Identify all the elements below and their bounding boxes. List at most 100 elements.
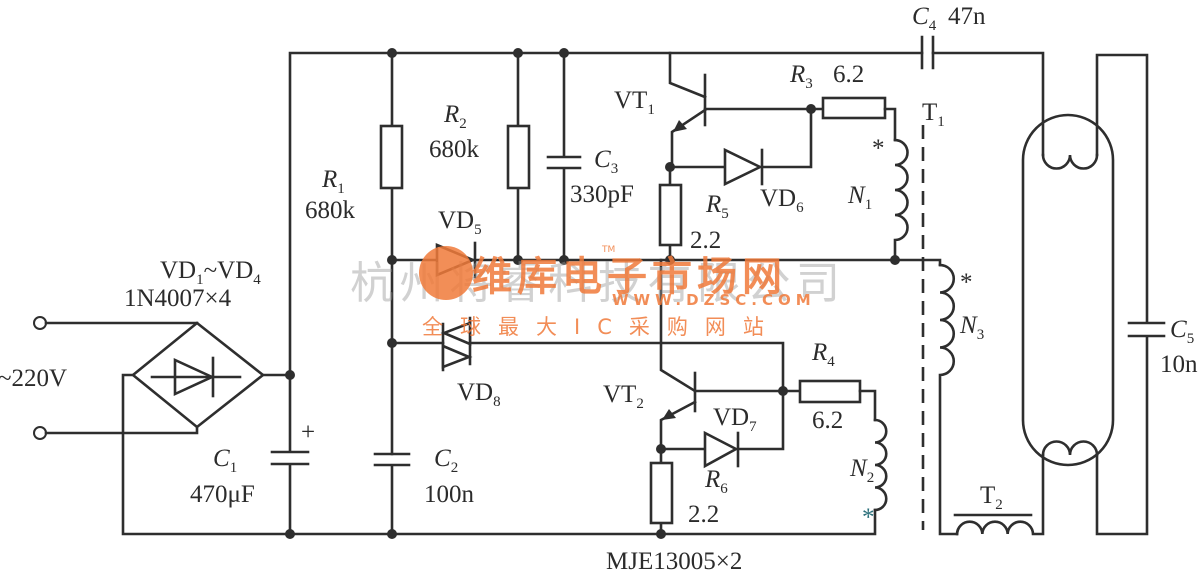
resistor-r4: [798, 379, 877, 422]
wire: [883, 107, 897, 142]
vt1-emitter: [670, 108, 707, 169]
lamp-tube: [1021, 113, 1115, 467]
input-voltage-label: ~220V: [0, 365, 67, 392]
coil-icon: [873, 418, 888, 512]
label-vd5: VD5: [438, 207, 482, 238]
watermark-brand: 维库电子市场网: [472, 254, 782, 300]
emitter-arrow-icon: [662, 409, 676, 420]
r4-body: [798, 379, 862, 404]
vt2-collector: [659, 258, 697, 393]
junction-dot: [665, 162, 675, 172]
coil-icon: [893, 138, 909, 262]
transistor-vt1: [668, 51, 825, 169]
label-t2: T2: [980, 482, 1003, 513]
r5-body: [658, 183, 683, 247]
label-c5: C5: [1170, 316, 1194, 347]
c3-symbol: [546, 51, 582, 262]
junction-dot: [513, 255, 523, 265]
value-r6: 2.2: [688, 501, 719, 528]
wire: [668, 107, 813, 169]
junction-dot: [778, 386, 788, 396]
diode-symbol-icon: [723, 147, 763, 187]
label-t1: T1: [922, 99, 945, 130]
vt2-emitter: [659, 400, 697, 451]
bottom-rail: [121, 373, 877, 536]
label-n3: N3: [959, 312, 984, 343]
value-c4: 47n: [948, 3, 986, 30]
label-r6: R6: [704, 466, 728, 497]
label-r5: R5: [705, 191, 729, 222]
value-r5: 2.2: [690, 227, 721, 254]
value-r3: 6.2: [833, 61, 864, 88]
winding-n2: [873, 418, 888, 512]
r3-body: [821, 96, 887, 120]
input-terminal-bottom: [33, 426, 47, 440]
resistor-r1: [379, 51, 404, 456]
value-c1: 470μF: [190, 481, 255, 508]
label-n2: N2: [849, 455, 874, 486]
label-vd8: VD8: [457, 379, 501, 410]
label-n1: N1: [847, 182, 872, 213]
label-vt1: VT1: [614, 87, 655, 118]
label-c3: C3: [594, 146, 618, 177]
junction-dot: [656, 529, 666, 539]
c5-symbol: [1095, 53, 1166, 536]
watermark: 杭州将睿科技有限公司 维库电子市场网 TM WWW.DZSC.COM 全球最大I…: [350, 245, 840, 339]
filament-top-icon: [1041, 153, 1099, 170]
c1-symbol: [270, 373, 310, 536]
winding-mark-n1: *: [872, 135, 885, 162]
junction-dot: [890, 255, 900, 265]
diode-vd7: [659, 389, 785, 469]
capacitor-c2: [373, 452, 411, 536]
junction-dot: [559, 255, 569, 265]
coil-icon: [955, 453, 1045, 536]
fluorescent-lamp: [1021, 113, 1115, 467]
label-r1: R1: [321, 166, 345, 197]
junction-dot: [285, 529, 295, 539]
wire: [44, 425, 199, 435]
diode-vd6: [668, 107, 813, 187]
resistor-r2: [506, 51, 531, 262]
value-c3: 330pF: [570, 181, 634, 208]
label-c1: C1: [213, 445, 237, 476]
r1-body: [379, 124, 404, 190]
label-vd7: VD7: [713, 404, 757, 435]
junction-dot: [656, 444, 666, 454]
r2-body: [506, 124, 531, 190]
watermark-slogan: 全球最大IC采购网站: [422, 315, 781, 339]
label-vd6: VD6: [760, 185, 804, 216]
r6-body: [649, 461, 674, 525]
label-vt2: VT2: [603, 381, 644, 412]
label-r2: R2: [443, 101, 467, 132]
value-r2: 680k: [429, 136, 480, 163]
diac-triangle-icon: [441, 344, 473, 369]
vt1-collector: [668, 51, 707, 99]
diac-vd8: [390, 316, 785, 393]
watermark-tm: TM: [601, 245, 615, 255]
c4-plates: [920, 35, 935, 70]
winding-mark-n2: *: [862, 504, 875, 531]
value-r4: 6.2: [812, 407, 843, 434]
junction-dots: [285, 48, 900, 539]
winding-mark-n3: *: [960, 269, 973, 296]
capacitor-c3: [546, 51, 582, 262]
watermark-url: WWW.DZSC.COM: [612, 291, 816, 309]
filament-bottom-icon: [1041, 440, 1099, 457]
ac-input: [33, 316, 199, 440]
input-terminal-top: [33, 316, 47, 330]
wire: [390, 341, 785, 393]
wire: [858, 389, 877, 422]
label-r3: R3: [789, 61, 813, 92]
capacitor-c4: [920, 35, 1045, 157]
junction-dot: [387, 255, 397, 265]
top-rail: [288, 51, 924, 377]
label-vd1-vd4: VD1~VD4: [160, 257, 261, 288]
diode-symbol-icon: [703, 430, 739, 469]
value-r1: 680k: [305, 197, 356, 224]
resistor-r3: [821, 96, 897, 142]
watermark-logo-icon: [419, 246, 473, 300]
capacitor-c5: [1095, 53, 1166, 536]
midpoint-rail: [390, 258, 942, 267]
